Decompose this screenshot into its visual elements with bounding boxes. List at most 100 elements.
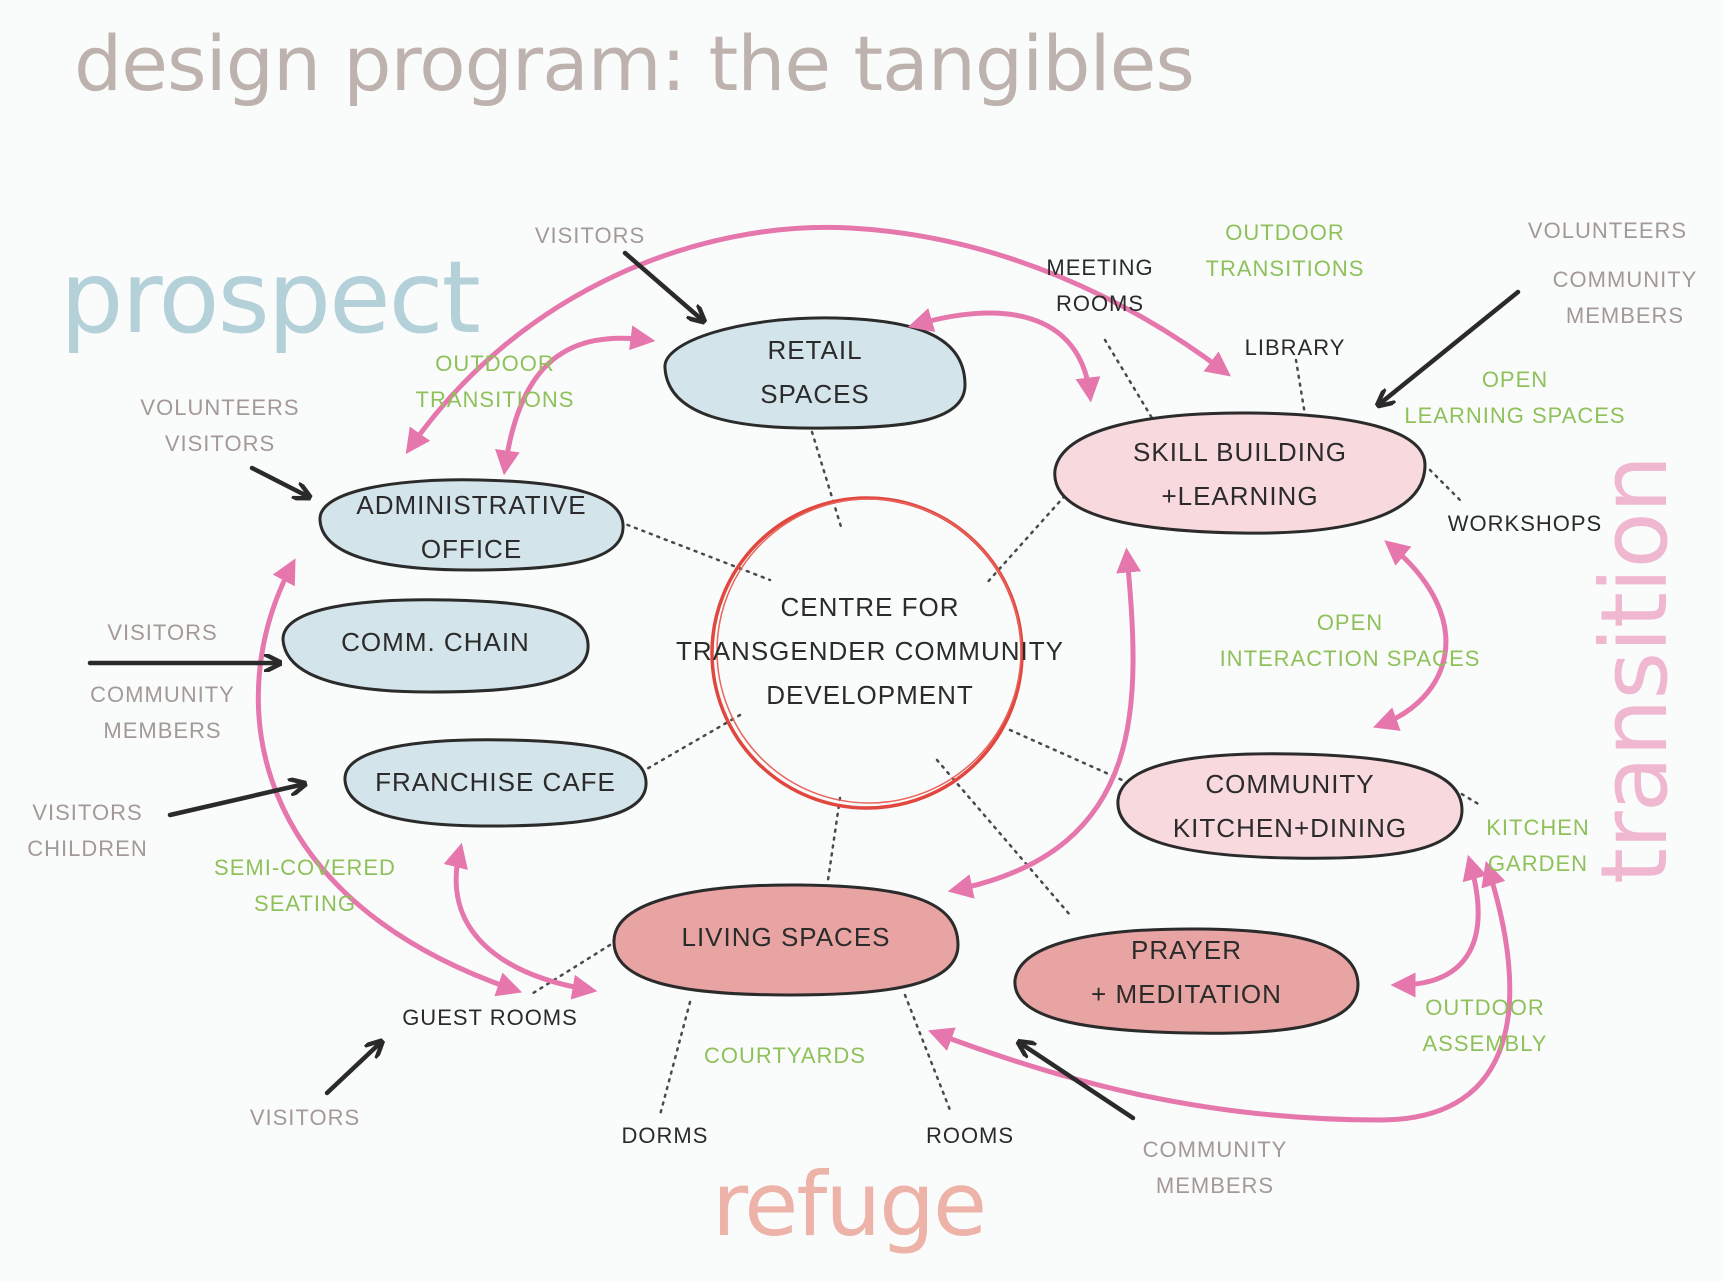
- connector-admin: [618, 520, 772, 582]
- actor-arrow-guest-rooms: [324, 1045, 378, 1096]
- community-members-right-line1: COMMUNITY: [1552, 267, 1698, 292]
- community-members-right-line2: MEMBERS: [1565, 303, 1685, 328]
- node-retail-line2: SPACES: [760, 379, 870, 409]
- flow-arrow-retail-skill: [907, 308, 1101, 403]
- outdoor-transitions-left-line1: OUTDOOR: [435, 351, 555, 376]
- connector-rooms: [903, 993, 952, 1112]
- actor-arrow-visitors-retail: [622, 250, 700, 318]
- connector-kitchen: [1008, 728, 1124, 782]
- visitors-children-line2: CHILDREN: [27, 836, 148, 861]
- zone-label-prospect: prospect: [60, 239, 481, 356]
- open-learning-spaces: OPEN LEARNING SPACES: [1400, 362, 1630, 434]
- actor-arrow-skill: [1382, 289, 1521, 402]
- sub-space-guest-rooms: GUEST ROOMS: [402, 1005, 578, 1030]
- outdoor-assembly-line2: ASSEMBLY: [1422, 1031, 1548, 1056]
- sub-space-workshops: WORKSHOPS: [1447, 511, 1603, 536]
- flow-arrow-cafe-living: [443, 842, 598, 1000]
- flow-arrow-skill-kitchen: [1372, 540, 1449, 731]
- flow-arrow-kitchen-prayer: [1390, 854, 1487, 998]
- actor-visitors-comm-chain: VISITORS: [107, 620, 218, 645]
- semi-covered-line1: SEMI-COVERED: [214, 855, 396, 880]
- node-label-skill: SKILL BUILDING +LEARNING: [1055, 430, 1425, 518]
- connector-cafe: [643, 713, 742, 772]
- node-label-retail: RETAIL SPACES: [665, 328, 965, 416]
- outdoor-transitions-top-line1: OUTDOOR: [1225, 220, 1345, 245]
- open-interaction-line1: OPEN: [1316, 610, 1384, 635]
- kitchen-garden: KITCHEN GARDEN: [1478, 810, 1598, 882]
- open-learning-line2: LEARNING SPACES: [1404, 403, 1626, 428]
- actor-visitors-top: VISITORS: [534, 223, 646, 248]
- actor-community-members-left: COMMUNITY MEMBERS: [75, 677, 250, 749]
- meeting-rooms-line1: MEETING: [1046, 255, 1154, 280]
- actor-visitors-bottom: VISITORS: [249, 1105, 361, 1130]
- node-label-living: LIVING SPACES: [614, 915, 958, 959]
- open-interaction-spaces: OPEN INTERACTION SPACES: [1210, 605, 1490, 677]
- open-interaction-line2: INTERACTION SPACES: [1219, 646, 1481, 671]
- courtyards: COURTYARDS: [704, 1043, 866, 1068]
- node-skill-line2: +LEARNING: [1161, 481, 1319, 511]
- flow-arrow-left-arc: [255, 558, 523, 997]
- node-admin-line2: OFFICE: [420, 534, 523, 564]
- open-learning-line1: OPEN: [1481, 367, 1549, 392]
- outdoor-assembly-line1: OUTDOOR: [1425, 995, 1545, 1020]
- community-members-left-line2: MEMBERS: [103, 718, 222, 743]
- node-kitchen-line1: COMMUNITY: [1205, 769, 1375, 799]
- actor-visitors-children: VISITORS CHILDREN: [15, 795, 160, 867]
- page-title: design program: the tangibles: [74, 19, 1195, 108]
- volunteers-visitors-line1: VOLUNTEERS: [140, 395, 300, 420]
- connector-meeting-rooms: [1103, 338, 1154, 420]
- node-skill-line1: SKILL BUILDING: [1133, 437, 1347, 467]
- connector-workshops: [1428, 468, 1462, 502]
- sub-space-library: LIBRARY: [1244, 335, 1346, 360]
- center-line-1: CENTRE FOR: [780, 592, 960, 622]
- sub-space-dorms: DORMS: [621, 1123, 709, 1148]
- node-label-kitchen: COMMUNITY KITCHEN+DINING: [1118, 762, 1462, 850]
- node-label-cafe: FRANCHISE CAFE: [345, 760, 646, 804]
- node-kitchen[interactable]: [1116, 752, 1464, 860]
- semi-covered-line2: SEATING: [254, 891, 356, 916]
- volunteers-visitors-line2: VISITORS: [164, 431, 276, 456]
- actor-arrow-prayer: [1023, 1045, 1136, 1121]
- node-living-line1: LIVING SPACES: [681, 922, 891, 952]
- node-cafe-line1: FRANCHISE CAFE: [375, 767, 616, 797]
- kitchen-garden-line1: KITCHEN: [1486, 815, 1590, 840]
- zone-label-refuge: refuge: [712, 1153, 987, 1256]
- flow-arrow-admin-retail: [495, 325, 656, 476]
- node-kitchen-line2: KITCHEN+DINING: [1172, 813, 1408, 843]
- connector-dorms: [658, 1000, 692, 1117]
- actor-community-members-right: COMMUNITY MEMBERS: [1535, 262, 1715, 334]
- community-members-left-line1: COMMUNITY: [90, 682, 235, 707]
- flow-arrow-bottom-arc: [927, 860, 1513, 1123]
- meeting-rooms-line2: ROOMS: [1055, 291, 1145, 316]
- center-line-3: DEVELOPMENT: [766, 680, 974, 710]
- visitors-children-line1: VISITORS: [32, 800, 143, 825]
- node-admin-line1: ADMINISTRATIVE: [356, 490, 587, 520]
- outdoor-transitions-left: OUTDOOR TRANSITIONS: [405, 346, 585, 418]
- connector-kitchen-garden: [1453, 788, 1482, 807]
- sub-space-rooms: ROOMS: [925, 1123, 1015, 1148]
- sub-space-meeting-rooms: MEETING ROOMS: [1040, 250, 1160, 322]
- outdoor-transitions-top-line2: TRANSITIONS: [1205, 256, 1365, 281]
- connector-retail: [810, 430, 844, 532]
- community-members-bottom-line2: MEMBERS: [1155, 1173, 1275, 1198]
- actor-community-members-bottom: COMMUNITY MEMBERS: [1125, 1132, 1305, 1204]
- kitchen-garden-line2: GARDEN: [1487, 851, 1589, 876]
- actor-volunteers-visitors: VOLUNTEERS VISITORS: [120, 390, 320, 462]
- node-retail-line1: RETAIL: [767, 335, 863, 365]
- node-comm-chain-line1: COMM. CHAIN: [341, 627, 530, 657]
- outdoor-transitions-left-line2: TRANSITIONS: [415, 387, 575, 412]
- node-label-admin: ADMINISTRATIVE OFFICE: [320, 483, 623, 571]
- node-prayer-line1: PRAYER: [1131, 935, 1242, 965]
- node-prayer-line2: + MEDITATION: [1091, 979, 1282, 1009]
- community-members-bottom-line1: COMMUNITY: [1142, 1137, 1288, 1162]
- actor-arrow-cafe: [167, 785, 300, 818]
- connector-living: [826, 796, 842, 882]
- actor-volunteers-right: VOLUNTEERS: [1527, 218, 1688, 243]
- center-line-2: TRANSGENDER COMMUNITY: [676, 636, 1064, 666]
- outdoor-transitions-top: OUTDOOR TRANSITIONS: [1195, 215, 1375, 287]
- semi-covered-seating: SEMI-COVERED SEATING: [200, 850, 410, 922]
- node-label-prayer: PRAYER + MEDITATION: [1015, 928, 1358, 1016]
- outdoor-assembly: OUTDOOR ASSEMBLY: [1395, 990, 1575, 1062]
- center-label: CENTRE FOR TRANSGENDER COMMUNITY DEVELOP…: [640, 585, 1100, 717]
